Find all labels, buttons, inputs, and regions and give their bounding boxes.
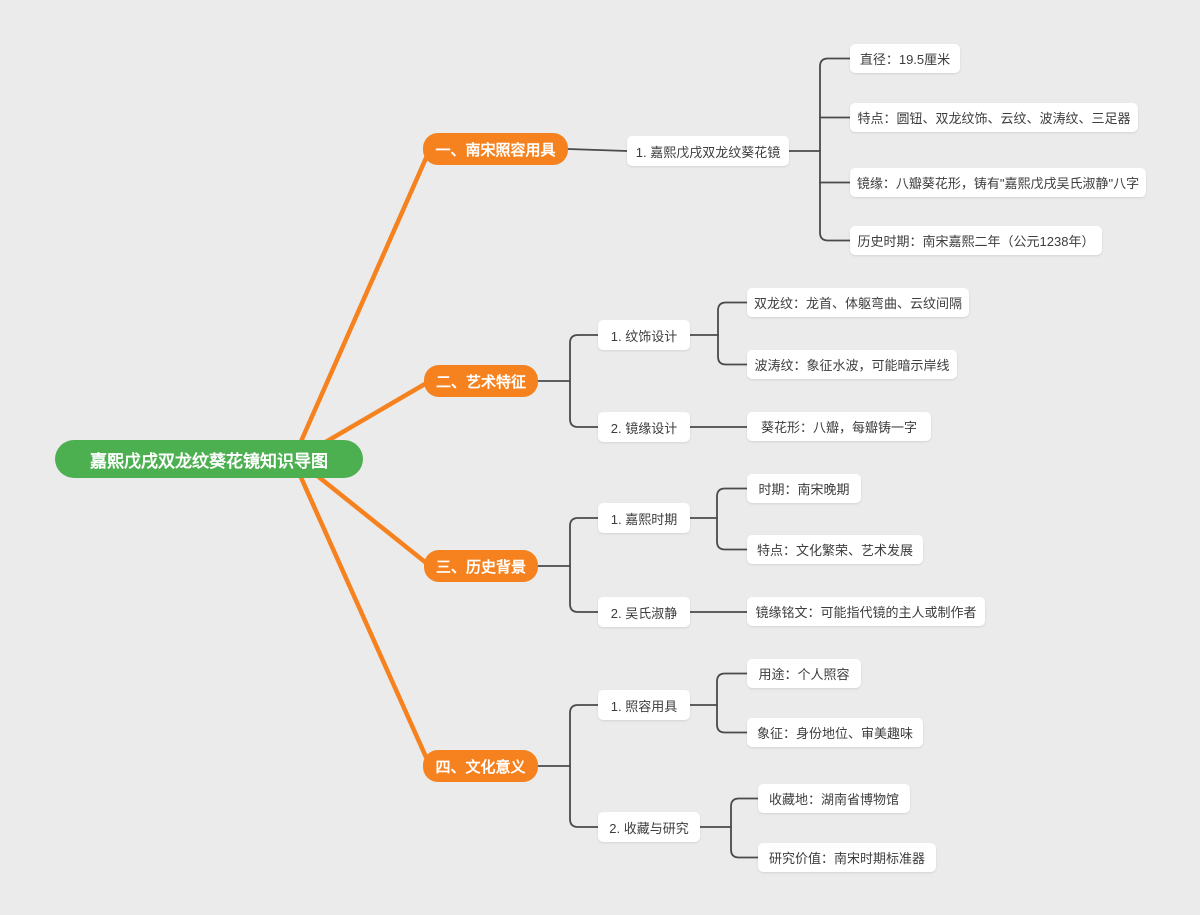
leaf-node-collection-location[interactable]: 收藏地：湖南省博物馆 (758, 784, 910, 813)
subtopic-node-collection-research[interactable]: 2. 收藏与研究 (598, 812, 700, 842)
leaf-node-features[interactable]: 特点：圆钮、双龙纹饰、云纹、波涛纹、三足器 (850, 103, 1138, 132)
subtopic-node-mirror[interactable]: 1. 嘉熙戊戌双龙纹葵花镜 (627, 136, 789, 166)
leaf-node-cultural-prosperity[interactable]: 特点：文化繁荣、艺术发展 (747, 535, 923, 564)
branch-node-southern-song-grooming[interactable]: 一、南宋照容用具 (423, 133, 568, 165)
branch-node-cultural-significance[interactable]: 四、文化意义 (423, 750, 538, 782)
leaf-node-sunflower-shape[interactable]: 葵花形：八瓣，每瓣铸一字 (747, 412, 931, 441)
subtopic-node-ornament-design[interactable]: 1. 纹饰设计 (598, 320, 690, 350)
wire-root-branch4 (292, 461, 433, 769)
leaf-node-diameter[interactable]: 直径：19.5厘米 (850, 44, 960, 73)
branch-node-artistic-features[interactable]: 二、艺术特征 (424, 365, 538, 397)
subtopic-node-jiaxi-period[interactable]: 1. 嘉熙时期 (598, 503, 690, 533)
subtopic-node-grooming-tool[interactable]: 1. 照容用具 (598, 690, 690, 720)
leaf-node-wave-pattern[interactable]: 波涛纹：象征水波，可能暗示岸线 (747, 350, 957, 379)
branch-node-historical-background[interactable]: 三、历史背景 (424, 550, 538, 582)
leaf-node-usage[interactable]: 用途：个人照容 (747, 659, 861, 688)
leaf-node-historical-period[interactable]: 历史时期：南宋嘉熙二年（公元1238年） (850, 226, 1102, 255)
leaf-node-period-late-song[interactable]: 时期：南宋晚期 (747, 474, 861, 503)
leaf-node-rim-inscription[interactable]: 镜缘：八瓣葵花形，铸有"嘉熙戊戌吴氏淑静"八字 (850, 168, 1146, 197)
leaf-node-research-value[interactable]: 研究价值：南宋时期标准器 (758, 843, 936, 872)
wire-root-branch1 (292, 146, 433, 458)
subtopic-node-rim-design[interactable]: 2. 镜缘设计 (598, 412, 690, 442)
wire-root-branch3 (297, 459, 433, 569)
leaf-node-symbolism[interactable]: 象征：身份地位、审美趣味 (747, 718, 923, 747)
leaf-node-rim-inscription-meaning[interactable]: 镜缘铭文：可能指代镜的主人或制作者 (747, 597, 985, 626)
leaf-node-double-dragon-pattern[interactable]: 双龙纹：龙首、体躯弯曲、云纹间隔 (747, 288, 969, 317)
subtopic-node-wushi-shujing[interactable]: 2. 吴氏淑静 (598, 597, 690, 627)
root-node[interactable]: 嘉熙戊戌双龙纹葵花镜知识导图 (55, 440, 363, 478)
